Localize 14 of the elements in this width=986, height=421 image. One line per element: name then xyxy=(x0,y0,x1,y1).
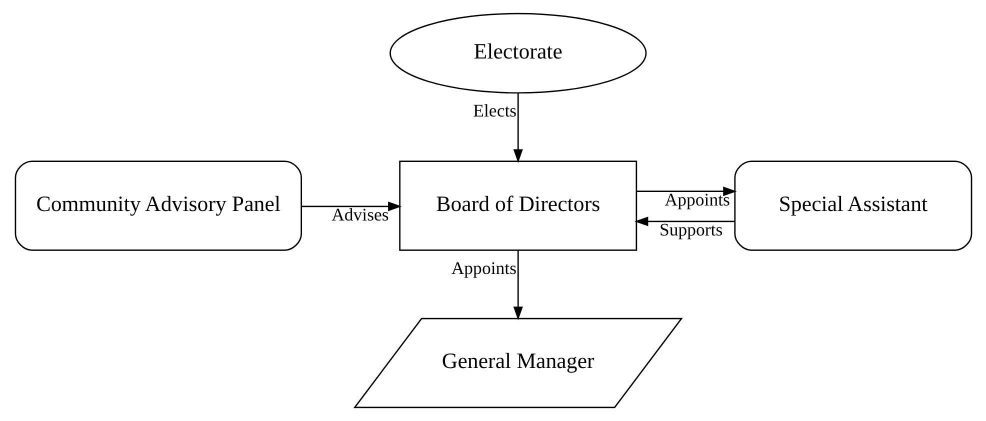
edge-label: Appoints xyxy=(664,190,730,210)
node-box: Special Assistant xyxy=(734,160,972,251)
arrow xyxy=(512,250,522,320)
arrow xyxy=(636,186,736,196)
edge-label: Supports xyxy=(658,220,722,240)
edge-label: Appoints xyxy=(450,258,516,278)
arrow xyxy=(301,202,402,212)
edge-label: Elects xyxy=(472,100,516,120)
node-ellipse: Electorate xyxy=(389,12,646,94)
arrow xyxy=(512,92,522,163)
node-box: Board of Directors xyxy=(398,160,637,251)
arrow xyxy=(634,216,734,226)
node-box: Community Advisory Panel xyxy=(14,160,302,251)
edge-label: Advises xyxy=(331,204,388,225)
